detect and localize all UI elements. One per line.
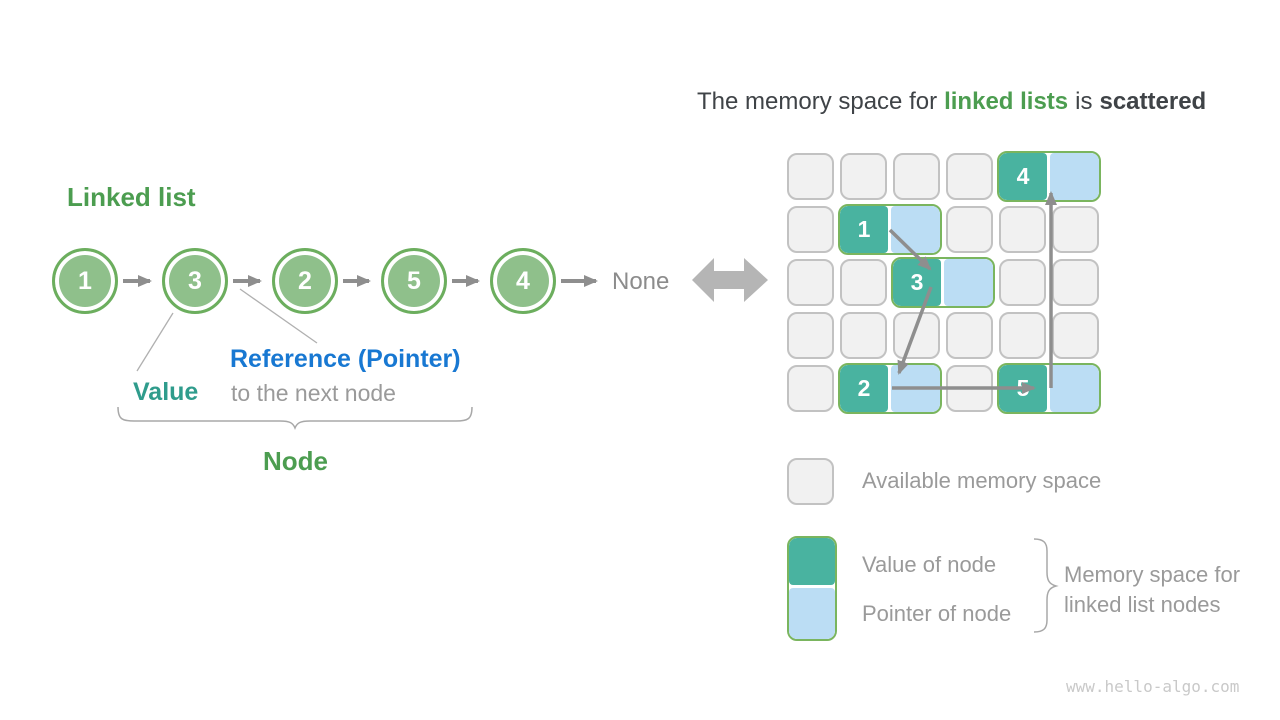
pair-value-cell: 3 [893,259,941,306]
memory-cell [946,206,993,253]
pair-value-cell: 1 [840,206,888,253]
pair-pointer-cell [1050,153,1099,200]
memory-title-part1: The memory space for [697,88,938,115]
pair-pointer-cell [891,365,940,412]
pair-pointer-cell [891,206,940,253]
memory-cell [787,259,834,306]
legend-brace-label-line1: Memory space for [1064,562,1241,587]
linked-list-node-1: 1 [52,248,118,314]
memory-cell [893,153,940,200]
linked-list-node-2: 2 [272,248,338,314]
memory-cell [840,312,887,359]
value-label: Value [133,378,199,406]
memory-title-part3: scattered [1099,88,1207,115]
legend-brace-label-line2: linked list nodes [1064,592,1221,617]
pair-value-cell: 2 [840,365,888,412]
memory-cell [787,312,834,359]
memory-cell [999,206,1046,253]
memory-pair-node-4: 4 [997,151,1101,202]
node-label: Node [263,446,328,476]
legend-brace-label: Memory space for linked list nodes [1064,560,1240,620]
memory-cell [840,153,887,200]
pair-pointer-cell [944,259,993,306]
node-brace [117,406,473,431]
connector-line-value [136,312,174,372]
memory-cell [787,153,834,200]
linked-list-heading: Linked list [67,182,196,212]
memory-title-highlight: linked lists [944,88,1069,115]
memory-cell [787,365,834,412]
memory-title-part2: is [1075,88,1093,115]
memory-cell [999,312,1046,359]
linked-list-node-4: 4 [490,248,556,314]
legend-node-pair-swatch [787,536,837,641]
pair-value-cell: 5 [999,365,1047,412]
linked-list-node-5: 5 [381,248,447,314]
legend-pointer-label: Pointer of node [862,601,1012,626]
memory-cell [999,259,1046,306]
legend-available-label: Available memory space [862,468,1102,493]
reference-sub-label: to the next node [231,380,396,406]
bidirectional-arrow-icon [692,258,768,302]
memory-cell [1052,206,1099,253]
memory-cell [787,206,834,253]
memory-cell [1052,312,1099,359]
pair-value-cell: 4 [999,153,1047,200]
legend-brace [1033,538,1059,633]
memory-cell [1052,259,1099,306]
legend-value-label: Value of node [862,552,997,577]
memory-pair-node-3: 3 [891,257,995,308]
memory-cell [946,365,993,412]
legend-value-swatch [789,538,835,585]
legend-pointer-swatch [789,588,835,639]
memory-cell [946,312,993,359]
linked-list-node-3: 3 [162,248,228,314]
memory-pair-node-5: 5 [997,363,1101,414]
memory-pair-node-2: 2 [838,363,942,414]
memory-cell [946,153,993,200]
memory-pair-node-1: 1 [838,204,942,255]
memory-cell [840,259,887,306]
watermark: www.hello-algo.com [1066,677,1240,696]
memory-title: The memory space for linked lists is sca… [697,88,1206,116]
memory-cell [893,312,940,359]
none-terminator-label: None [612,268,670,295]
reference-pointer-label: Reference (Pointer) [230,345,461,373]
legend-available-swatch [787,458,834,505]
pair-pointer-cell [1050,365,1099,412]
